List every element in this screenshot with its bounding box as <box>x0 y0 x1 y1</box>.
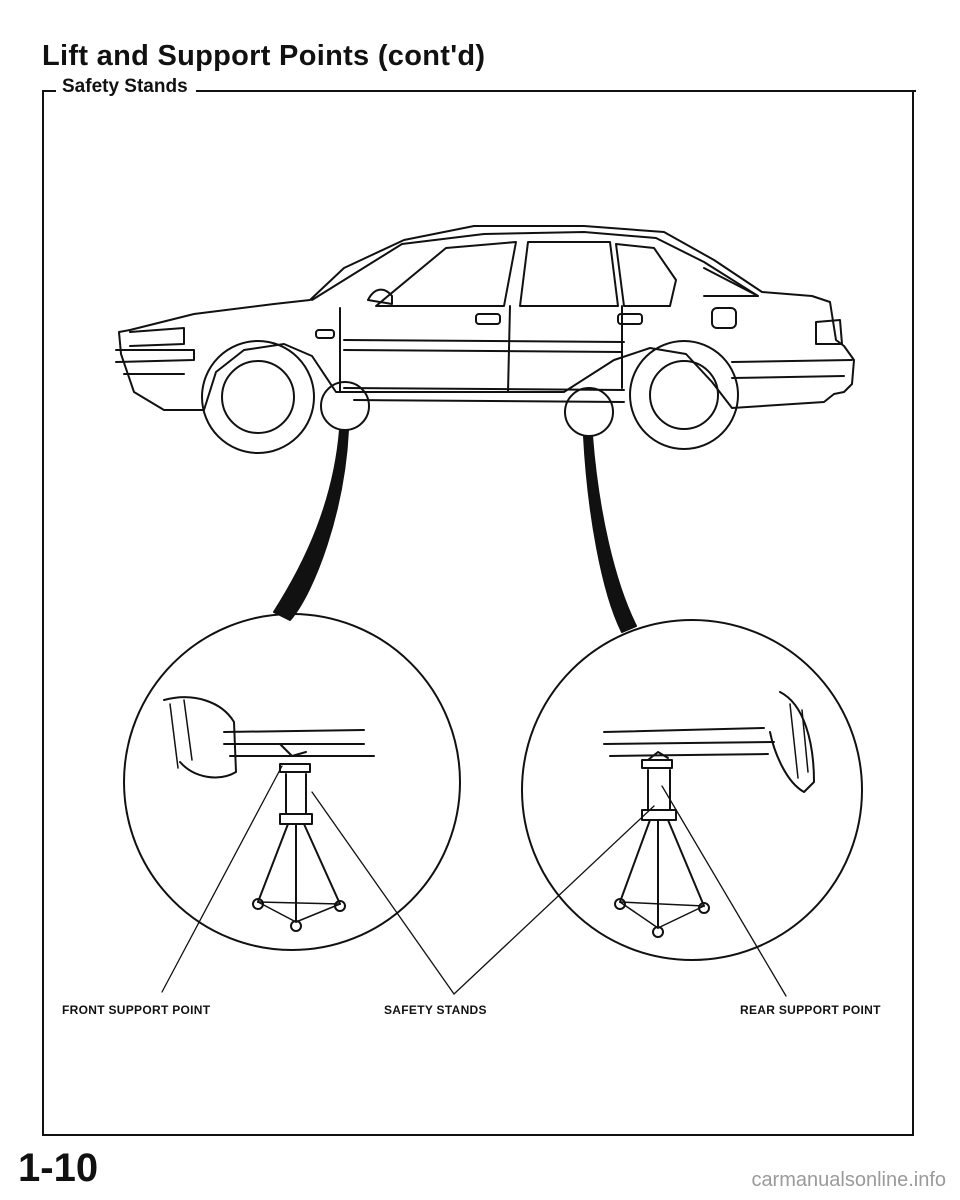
watermark-text: carmanualsonline.info <box>751 1169 946 1191</box>
car-side-view <box>115 225 855 454</box>
front-support-point-label: FRONT SUPPORT POINT <box>62 1003 211 1017</box>
rear-support-detail <box>521 619 863 961</box>
rear-support-point-label: REAR SUPPORT POINT <box>740 1003 881 1017</box>
safety-stands-label: SAFETY STANDS <box>384 1003 487 1017</box>
frame-top-rule <box>42 90 916 92</box>
page-title: Lift and Support Points (cont'd) <box>42 40 486 72</box>
callout-leaders <box>161 765 787 997</box>
front-support-detail <box>123 613 461 951</box>
front-leader <box>273 429 349 621</box>
rear-leader <box>583 435 637 633</box>
safety-stands-illustration <box>115 225 863 997</box>
section-title: Safety Stands <box>56 76 196 98</box>
page-number: 1-10 <box>18 1146 99 1190</box>
figure-frame <box>42 90 914 1136</box>
